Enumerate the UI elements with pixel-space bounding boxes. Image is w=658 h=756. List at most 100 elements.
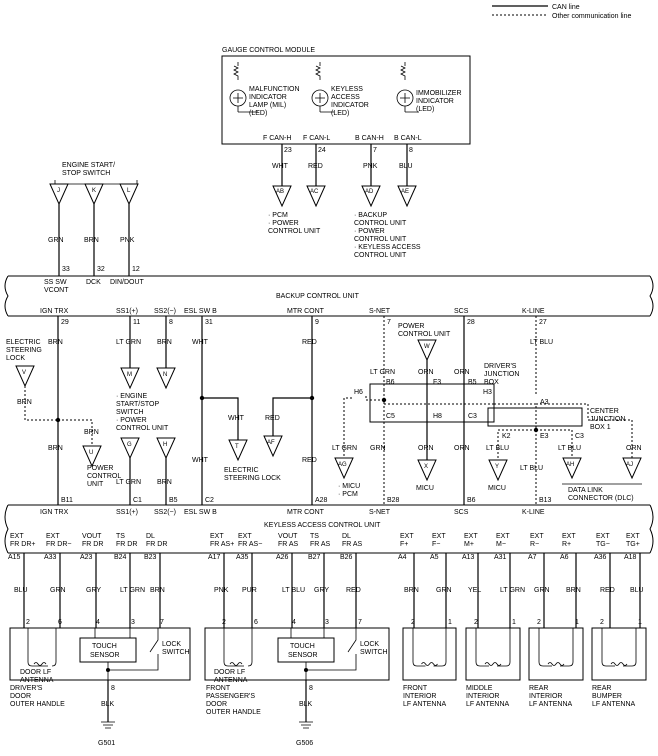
- pin-label-top: EXT: [496, 533, 510, 540]
- conn-x-label: X: [424, 464, 428, 470]
- wire-brn-u: BRN: [84, 429, 99, 436]
- dlc-label-2: CONNECTOR (DLC): [568, 495, 634, 502]
- pin-number: A23: [80, 554, 93, 561]
- backup-note-5: · KEYLESS ACCESS: [354, 244, 421, 251]
- pass-lock-label-2: SWITCH: [360, 649, 388, 656]
- backup-pin-33: 33: [62, 266, 70, 273]
- pin-number: A33: [44, 554, 57, 561]
- connector-u: [82, 445, 102, 468]
- keyless-access-control-unit: IGN TRX SS1(+) SS2(−) ESL SW B MTR CONT …: [4, 504, 654, 554]
- pin-label-bottom: M−: [496, 541, 506, 548]
- antenna-coil-right: [560, 628, 574, 667]
- pin-wire-color: LT GRN: [120, 587, 145, 594]
- keyless-pin-a28: A28: [315, 497, 328, 504]
- pin-wire-color: PUR: [242, 587, 257, 594]
- antenna-coil-right: [433, 628, 447, 667]
- antenna-box: [528, 627, 584, 681]
- connector-t: [228, 439, 248, 462]
- pin-label-top: VOUT: [278, 533, 298, 540]
- pin-wire-color: GRN: [436, 587, 452, 594]
- pin-label-top: EXT: [464, 533, 478, 540]
- wire-red-mtr: RED: [302, 339, 317, 346]
- driver-antenna-label-1: DOOR LF: [20, 669, 51, 676]
- conn-j-label: J: [57, 188, 60, 194]
- driver-pin-2: 2: [26, 619, 30, 626]
- pin-wire-color: BLU: [14, 587, 28, 594]
- pin-label-top: DL: [342, 533, 351, 540]
- pin-label-top: DL: [146, 533, 155, 540]
- pin-label-top: EXT: [238, 533, 252, 540]
- pin-wire-color: BRN: [566, 587, 581, 594]
- pass-pin-2: 2: [222, 619, 226, 626]
- pin-number: A15: [8, 554, 21, 561]
- backup-pin-27: 27: [539, 319, 547, 326]
- backup-pin-name-vcont: VCONT: [44, 287, 69, 294]
- antenna-coil-right: [623, 628, 637, 667]
- keyless-box: [4, 504, 654, 554]
- antenna-pin: 1: [638, 619, 642, 626]
- backup-pin-scs: SCS: [454, 308, 469, 315]
- micu-label-x: MICU: [416, 485, 434, 492]
- antenna-coil-left: [538, 628, 552, 667]
- antenna-coil: [610, 662, 628, 666]
- pass-antenna-label-1: DOOR LF: [214, 669, 245, 676]
- esl-lock-label-3: LOCK: [6, 355, 25, 362]
- pin-label-bottom: FR DR: [82, 541, 103, 548]
- antenna-name: LF ANTENNA: [592, 701, 636, 708]
- mil-label-2: INDICATOR: [249, 94, 287, 101]
- antenna-coil: [547, 662, 565, 666]
- connector-n: [156, 367, 176, 390]
- pin-number: A6: [560, 554, 569, 561]
- connector-ab: [272, 185, 292, 208]
- conn-u-label: U: [89, 450, 93, 456]
- pass-lock-label-1: LOCK: [360, 641, 379, 648]
- connector-ad: [361, 185, 381, 208]
- backup-note-3: · POWER: [354, 228, 385, 235]
- pin-label-bottom: FR DR: [146, 541, 167, 548]
- pin-label-top: EXT: [596, 533, 610, 540]
- antenna-coil: [484, 662, 502, 666]
- backup-pin-name-ss-sw: SS SW: [44, 279, 67, 286]
- djb-pin-h6: H6: [354, 389, 363, 396]
- antenna-coil: [421, 662, 438, 666]
- backup-control-unit: SS SW VCONT DCK DIN/DOUT BACKUP CONTROL …: [4, 275, 654, 317]
- pass-pin-4: 4: [292, 619, 296, 626]
- mil-led: MALFUNCTION INDICATOR LAMP (MIL) (LED): [229, 62, 300, 117]
- antenna-box: [591, 627, 647, 681]
- pin-wire-color: PNK: [214, 587, 229, 594]
- gauge-can-wires: 23 24 7 8 WHT RED PNK BLU AB AC AD AE · …: [268, 144, 421, 259]
- backup-pin-9: 9: [315, 319, 319, 326]
- micu-pcm-2: · PCM: [338, 491, 358, 498]
- conn-af-label: AF: [267, 440, 275, 446]
- pin-number: B26: [340, 554, 353, 561]
- center-junction-box: [487, 407, 583, 427]
- keyless-pin-esl: ESL SW B: [184, 509, 217, 516]
- passenger-handle-box: [204, 627, 390, 681]
- connector-af: [263, 435, 283, 458]
- engine-switch-mid-5: CONTROL UNIT: [116, 425, 169, 432]
- immo-label-3: (LED): [416, 106, 434, 113]
- pin-wire-color: GRY: [86, 587, 101, 594]
- pin-label-bottom: FR DR+: [10, 541, 35, 548]
- antenna-coil-left: [601, 628, 615, 667]
- conn-g-label: G: [127, 442, 132, 448]
- antenna-name: INTERIOR: [529, 693, 562, 700]
- pin-label-top: EXT: [432, 533, 446, 540]
- keyless-label-2: ACCESS: [331, 94, 360, 101]
- cjb-label-3: BOX 1: [590, 424, 611, 431]
- driver-pin-4: 4: [96, 619, 100, 626]
- legend-can-label: CAN line: [552, 4, 580, 11]
- pin-label-top: EXT: [626, 533, 640, 540]
- antenna-pin: 2: [474, 619, 478, 626]
- keyless-led: KEYLESS ACCESS INDICATOR (LED): [311, 62, 369, 117]
- pin-number: A31: [494, 554, 507, 561]
- djb-pin-a3: A3: [540, 399, 549, 406]
- keyless-pin-ign-trx: IGN TRX: [40, 509, 69, 516]
